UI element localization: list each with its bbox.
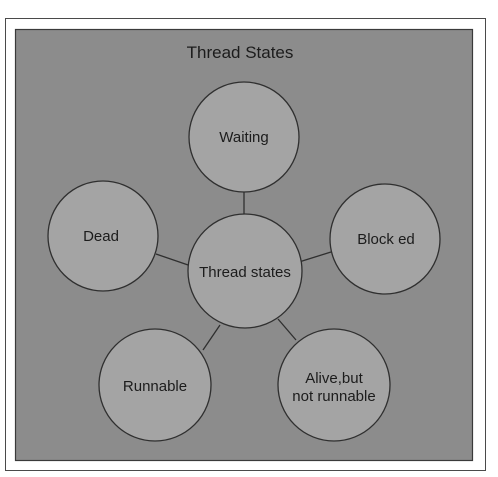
label-waiting: Waiting (219, 129, 268, 146)
node-waiting (188, 81, 300, 193)
label-alive-not-runnable-line2: not runnable (292, 388, 375, 405)
state-nodes (47, 81, 441, 442)
node-blocked (329, 183, 441, 295)
connector-dead (155, 253, 192, 267)
diagram-title: Thread States (187, 43, 294, 62)
connectors (155, 192, 332, 351)
label-runnable: Runnable (123, 378, 187, 395)
connector-blocked (298, 251, 332, 263)
label-blocked: Block ed (357, 231, 415, 248)
node-center (187, 213, 303, 329)
node-runnable (98, 328, 212, 442)
label-alive-not-runnable-line1: Alive,but (305, 370, 363, 387)
connector-runnable (202, 324, 221, 351)
connector-alive-not-runnable (277, 318, 297, 341)
label-center: Thread states (199, 264, 291, 281)
label-dead: Dead (83, 228, 119, 245)
node-alive-not-runnable (277, 328, 391, 442)
node-dead (47, 180, 159, 292)
